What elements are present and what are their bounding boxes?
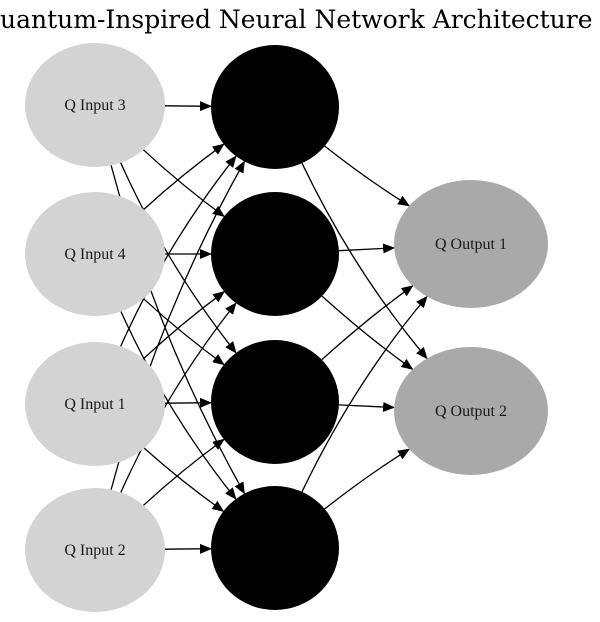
edge-in1-h4 — [143, 447, 225, 512]
edge-h1-out2 — [301, 162, 428, 360]
node-label-in2: Q Input 2 — [64, 542, 125, 559]
edge-h2-out2 — [321, 295, 414, 370]
node-out2: Q Output 2 — [394, 347, 548, 475]
edge-in4-h4 — [120, 311, 237, 500]
edge-h3-out2 — [338, 401, 396, 412]
edge-in4-h3 — [143, 298, 225, 366]
nodes-layer: Q Input 3 Q Input 4 Q Input 1 Q Input 2 Q Ou… — [25, 43, 548, 612]
hidden-node-circle — [211, 45, 339, 169]
hidden-node-circle — [211, 192, 339, 316]
edge-h1-out1 — [324, 145, 411, 207]
edge-h2-out1 — [338, 243, 396, 254]
edge-h4-out1 — [301, 295, 428, 493]
input-node-circle — [25, 488, 165, 612]
node-in2: Q Input 2 — [25, 488, 165, 612]
input-node-circle — [25, 342, 165, 466]
edge-in3-h1 — [164, 101, 212, 112]
node-h1 — [211, 45, 339, 169]
edge-h4-out2 — [324, 448, 411, 510]
edge-in1-h3 — [164, 397, 212, 408]
edge-in2-h2 — [120, 302, 237, 493]
edge-in3-h3 — [120, 162, 237, 354]
edge-h3-out1 — [321, 285, 414, 361]
node-label-out2: Q Output 2 — [435, 403, 507, 420]
node-in4: Q Input 4 — [25, 192, 165, 316]
node-label-in4: Q Input 4 — [64, 246, 125, 263]
node-h4 — [211, 486, 339, 610]
hidden-node-circle — [211, 340, 339, 464]
node-in3: Q Input 3 — [25, 43, 165, 167]
edge-in3-h2 — [142, 149, 225, 217]
edges-layer — [110, 101, 428, 554]
node-h3 — [211, 340, 339, 464]
edge-in1-h2 — [142, 291, 226, 360]
output-node-circle — [394, 347, 548, 475]
node-label-in3: Q Input 3 — [64, 97, 125, 114]
output-node-circle — [394, 180, 548, 308]
node-h2 — [211, 192, 339, 316]
node-out1: Q Output 1 — [394, 180, 548, 308]
hidden-node-circle — [211, 486, 339, 610]
edge-in2-h4 — [164, 543, 212, 554]
edge-in2-h3 — [143, 438, 225, 506]
node-label-out1: Q Output 1 — [435, 236, 507, 253]
edge-in4-h1 — [143, 143, 225, 210]
input-node-circle — [25, 192, 165, 316]
edge-in1-h1 — [120, 155, 237, 347]
node-in1: Q Input 1 — [25, 342, 165, 466]
node-label-in1: Q Input 1 — [64, 396, 125, 413]
diagram-title: Quantum-Inspired Neural Network Architec… — [0, 5, 593, 34]
input-node-circle — [25, 43, 165, 167]
